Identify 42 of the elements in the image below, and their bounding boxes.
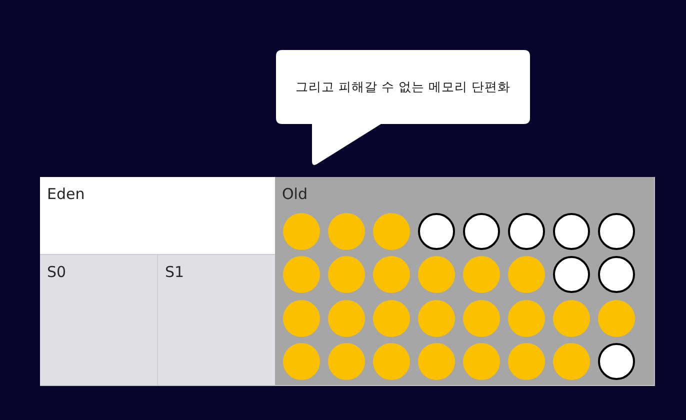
region-box	[40, 255, 157, 386]
empty-circle	[598, 342, 635, 380]
filled-circle	[373, 342, 410, 380]
empty-circle	[508, 213, 545, 250]
filled-circle	[328, 213, 365, 250]
empty-circle	[598, 213, 635, 250]
filled-circle	[553, 300, 590, 337]
empty-circle	[463, 213, 500, 250]
region-box	[157, 255, 275, 386]
filled-circle	[553, 342, 590, 380]
filled-circle	[283, 342, 320, 380]
filled-circle	[283, 213, 320, 250]
speech-bubble	[276, 50, 530, 166]
filled-circle	[508, 300, 545, 337]
filled-circle	[418, 256, 455, 294]
filled-circle	[508, 256, 545, 294]
empty-circle	[553, 256, 590, 294]
filled-circle	[373, 300, 410, 337]
region-box	[40, 177, 275, 255]
filled-circle	[598, 300, 635, 337]
filled-circle	[328, 256, 365, 294]
filled-circle	[418, 300, 455, 337]
region-label: S1	[165, 263, 184, 281]
region-box	[275, 177, 655, 386]
filled-circle	[283, 300, 320, 337]
filled-circle	[463, 342, 500, 380]
callout-text: 그리고 피해갈 수 없는 메모리 단편화	[295, 78, 511, 96]
region-label: Eden	[47, 185, 85, 203]
filled-circle	[463, 256, 500, 294]
filled-circle	[283, 256, 320, 294]
empty-circle	[418, 213, 455, 250]
filled-circle	[328, 342, 365, 380]
empty-circle	[553, 213, 590, 250]
region-label: S0	[47, 263, 66, 281]
filled-circle	[508, 342, 545, 380]
region-label: Old	[282, 185, 308, 203]
filled-circle	[373, 256, 410, 294]
filled-circle	[463, 300, 500, 337]
filled-circle	[373, 213, 410, 250]
filled-circle	[418, 342, 455, 380]
filled-circle	[328, 300, 365, 337]
empty-circle	[598, 256, 635, 294]
